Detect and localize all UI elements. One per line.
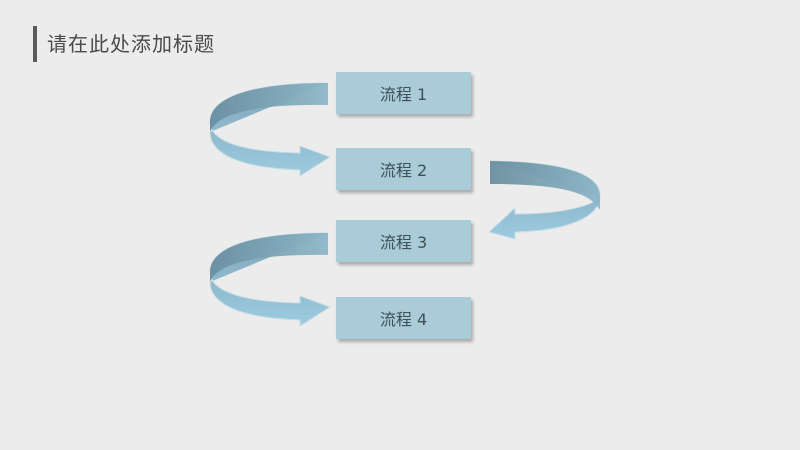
process-step-label: 流程 3: [379, 233, 428, 252]
page-title: 请在此处添加标题: [47, 32, 215, 56]
loop-arrow-2-to-3: [487, 160, 601, 240]
process-step-label: 流程 1: [379, 85, 428, 104]
process-step-2: 流程 2: [336, 148, 471, 190]
process-step-3: 流程 3: [336, 220, 471, 262]
title-accent-bar: [33, 26, 37, 62]
process-step-1: 流程 1: [336, 72, 471, 114]
loop-arrow-1-to-2: [209, 82, 332, 177]
process-step-label: 流程 2: [379, 161, 428, 180]
process-step-4: 流程 4: [336, 297, 471, 339]
process-step-label: 流程 4: [379, 310, 428, 329]
loop-arrow-3-to-4: [209, 232, 332, 327]
